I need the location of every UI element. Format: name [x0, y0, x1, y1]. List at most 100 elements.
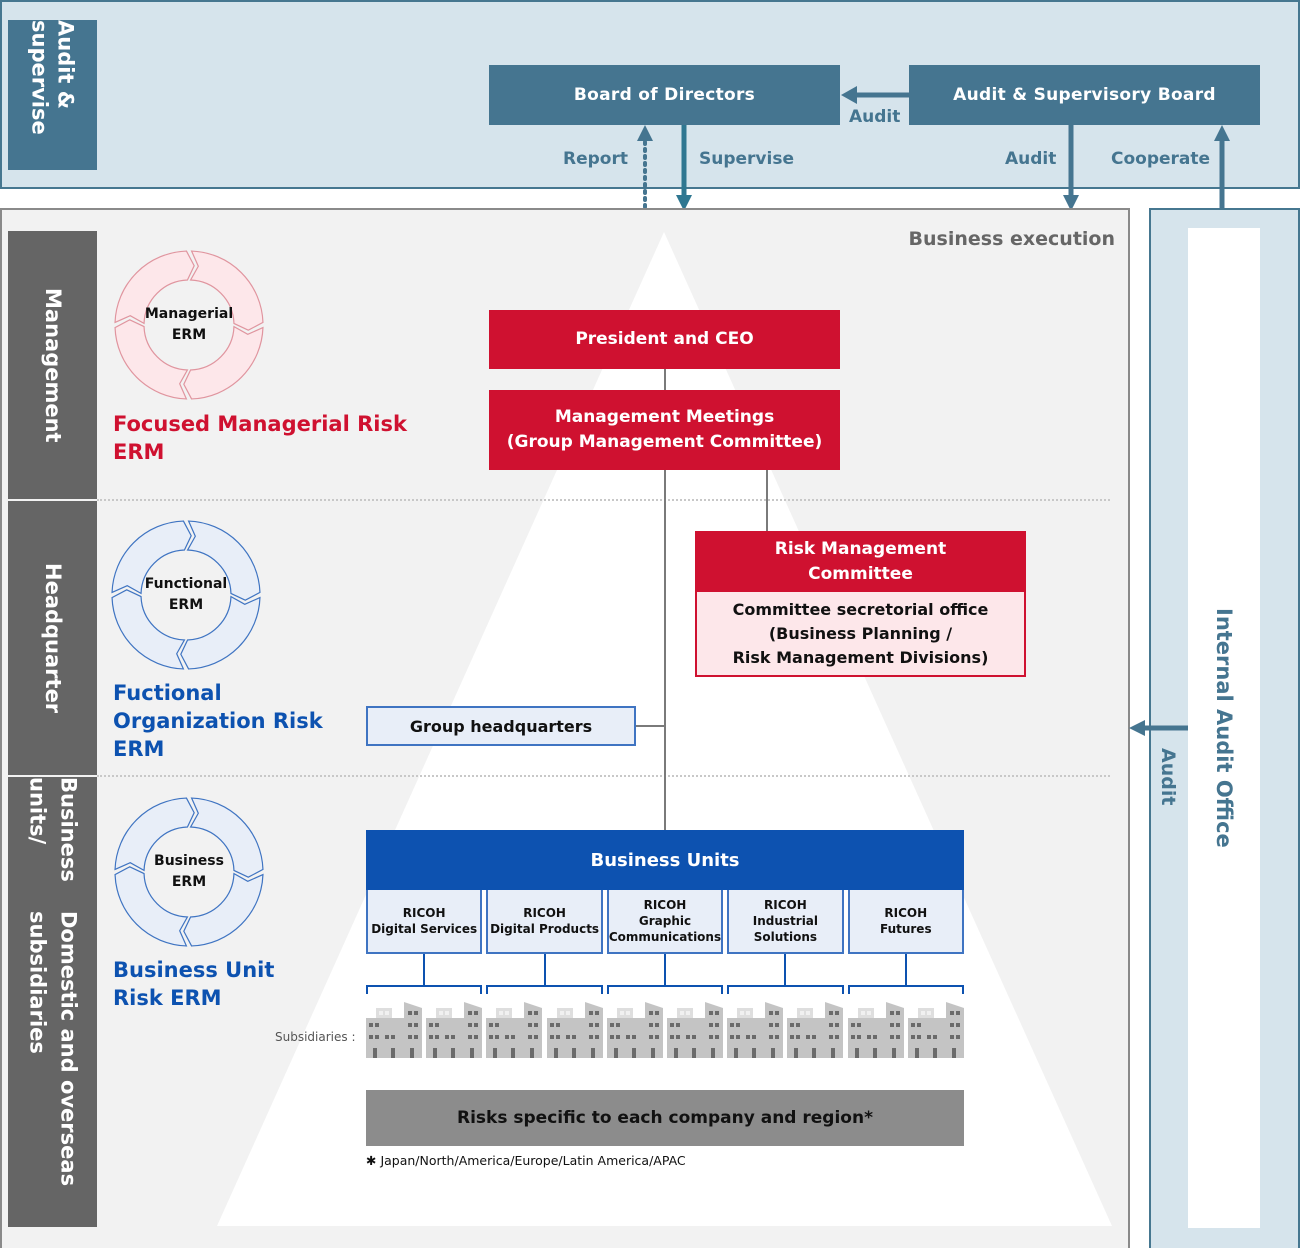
connector-line	[766, 470, 768, 531]
business-execution-title: Business execution	[908, 228, 1115, 250]
cycle-segment	[183, 325, 264, 400]
business-unit-connector	[543, 954, 546, 986]
business-unit-box[interactable]: RICOH Digital Services	[366, 890, 483, 954]
cycle-segment	[183, 872, 264, 947]
subsidiaries-label: Subsidiaries :	[275, 1030, 356, 1044]
management-meetings-box[interactable]: Management Meetings(Group Management Com…	[489, 390, 840, 470]
business-unit-label-line: Digital Services	[371, 922, 478, 936]
cycle-segment	[189, 250, 264, 331]
subsidiary-bracket-tick	[727, 985, 730, 994]
internal-audit-arrow-label: Audit	[1157, 748, 1179, 806]
business-unit-connector	[784, 954, 787, 986]
audit-supervise-text: Audit & supervise	[27, 20, 78, 135]
tier-label-line: Domestic and overseas subsidiaries	[25, 910, 81, 1186]
subsidiary-building-icon	[907, 1002, 964, 1058]
audit-supervise-label: Audit & supervise	[8, 20, 97, 170]
internal-audit-arrow-left-icon	[1129, 720, 1188, 736]
business-unit-label-line: RICOH	[884, 906, 928, 920]
business-unit-label-line: Industrial	[752, 914, 819, 928]
audit-arrow-left-icon	[841, 86, 909, 104]
report-label: Report	[563, 149, 628, 169]
subsidiary-bracket	[727, 985, 844, 987]
subsidiary-bracket	[847, 985, 964, 987]
cycle-segment	[111, 520, 192, 595]
business-unit-label-line: RICOH	[402, 906, 446, 920]
business-unit-label-line: Graphic	[638, 914, 692, 928]
board-of-directors-box[interactable]: Board of Directors	[489, 65, 840, 125]
business-unit-box[interactable]: RICOH Digital Products	[486, 890, 603, 954]
business-unit-label-line: Futures	[879, 922, 932, 936]
subsidiary-building-icon	[546, 1002, 603, 1058]
business-unit-label-line: Communications	[608, 930, 722, 944]
connector-line	[664, 470, 666, 830]
connector-line	[664, 369, 666, 391]
business-unit-box[interactable]: RICOH Futures	[847, 890, 964, 954]
tier-label-text: Business units/ Domestic and overseas su…	[8, 777, 97, 1227]
business-unit-label-line: RICOH	[523, 906, 566, 920]
audit-label-between-boards: Audit	[849, 107, 901, 127]
subsidiary-building-icon	[847, 1002, 904, 1058]
internal-audit-office-box[interactable]: Internal Audit Office	[1188, 228, 1260, 1228]
subsidiary-building-icon	[667, 1002, 723, 1058]
subsidiary-bracket-tick	[486, 985, 489, 994]
committee-secretariat-box[interactable]: Committee secretorial office(Business Pl…	[695, 592, 1026, 677]
subsidiary-bracket-tick	[721, 985, 724, 994]
subsidiary-building-icon	[366, 1002, 422, 1058]
business-unit-label-line: Digital Products	[490, 922, 600, 936]
cycle-segment	[189, 797, 264, 878]
business-unit-label-line: RICOH	[764, 898, 807, 912]
business-unit-label-line: RICOH	[643, 898, 687, 912]
cycle-segment	[114, 250, 195, 325]
audit-supervisory-board-box[interactable]: Audit & Supervisory Board	[909, 65, 1260, 125]
audit-arrow-down-icon	[1063, 125, 1079, 211]
audit-label-down: Audit	[1005, 149, 1057, 169]
tier-label-text: Headquarter	[41, 562, 65, 714]
president-ceo-box[interactable]: President and CEO	[489, 310, 840, 369]
connector-line	[635, 725, 665, 727]
tier-divider	[97, 775, 1110, 777]
tier-label-business-units: Business units/ Domestic and overseas su…	[8, 777, 97, 1227]
subsidiary-bracket-tick	[847, 985, 850, 994]
cycle-segment	[114, 866, 189, 947]
cycle-segment	[114, 319, 189, 400]
subsidiary-bracket	[606, 985, 724, 987]
subsidiary-building-icon	[727, 1002, 784, 1058]
cycle-segment	[186, 520, 261, 601]
business-unit-label-line: Solutions	[753, 930, 818, 944]
report-arrow-up-icon	[637, 125, 653, 210]
tier-label-headquarter: Headquarter	[8, 501, 97, 775]
subsidiary-building-icon	[426, 1002, 483, 1058]
cycle-segment	[180, 595, 261, 670]
subsidiary-bracket-tick	[480, 985, 483, 994]
top-arrows	[637, 86, 1230, 229]
subsidiary-building-icon	[606, 1002, 663, 1058]
business-units-header[interactable]: Business Units	[366, 830, 964, 890]
cycle-arrows-icon	[114, 797, 264, 947]
subsidiary-building-icon	[787, 1002, 844, 1058]
subsidiary-bracket-tick	[600, 985, 603, 994]
subsidiary-bracket-tick	[962, 985, 964, 994]
subsidiary-bracket-tick	[841, 985, 844, 994]
internal-audit-office-text: Internal Audit Office	[1212, 608, 1236, 848]
subsidiary-bracket	[366, 985, 483, 987]
business-unit-connector	[904, 954, 907, 986]
tier-divider	[97, 499, 1110, 501]
supervise-label: Supervise	[699, 149, 794, 169]
tier-label-line: Business units/	[25, 777, 81, 882]
subsidiary-bracket-tick	[366, 985, 368, 994]
cycle-arrows-icon	[111, 520, 261, 670]
regional-risks-box[interactable]: Risks specific to each company and regio…	[366, 1090, 964, 1146]
group-headquarters-box[interactable]: Group headquarters	[366, 706, 636, 746]
region-footnote: ✱ Japan/North/America/Europe/Latin Ameri…	[366, 1153, 686, 1168]
cooperate-label: Cooperate	[1111, 149, 1211, 169]
